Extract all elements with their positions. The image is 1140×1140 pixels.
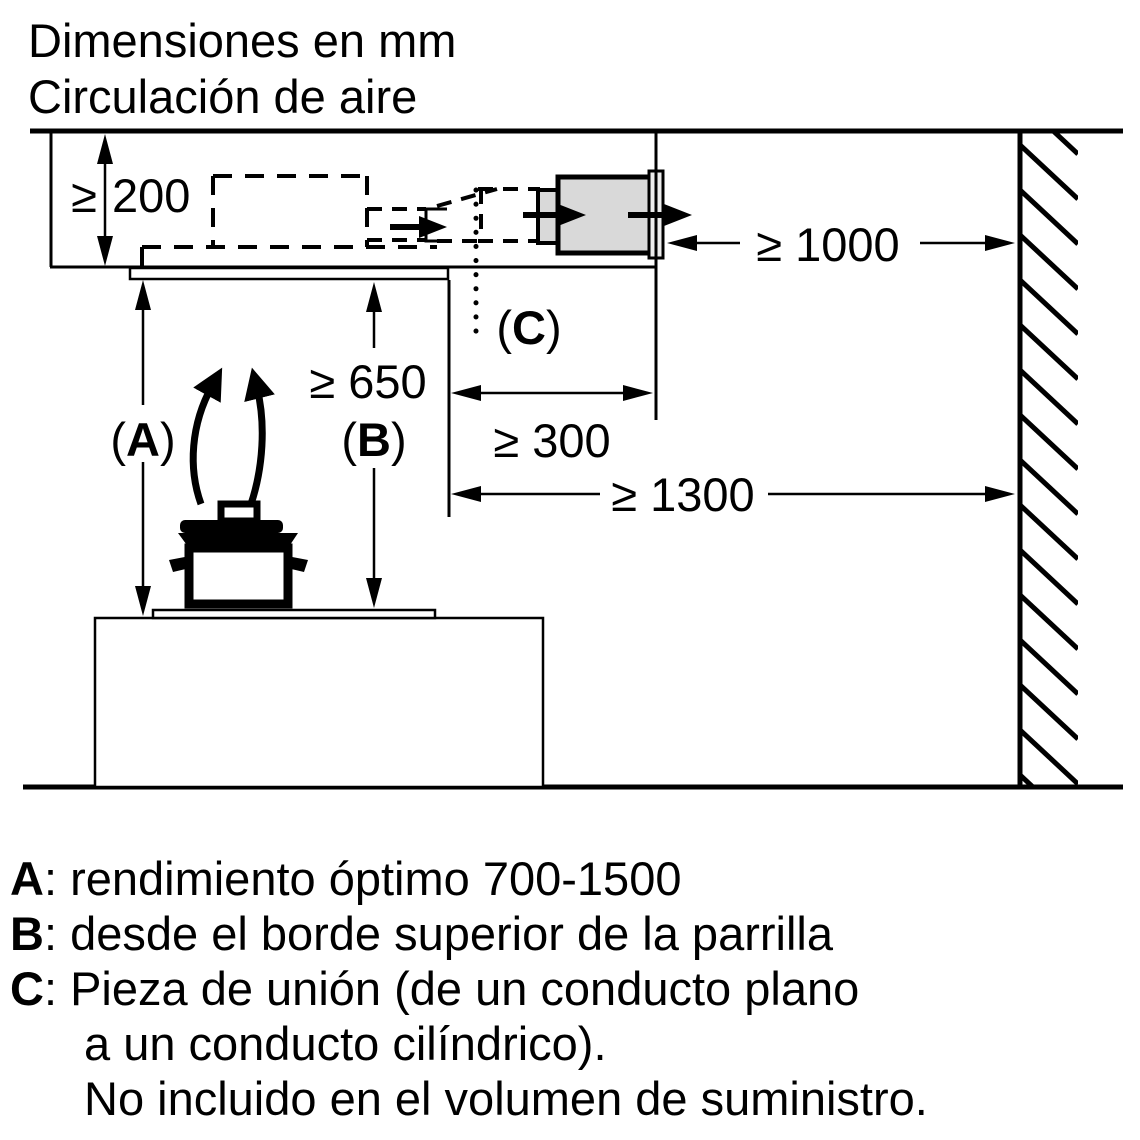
dim-200-geq: ≥: [71, 169, 97, 222]
hood-panel: [128, 266, 450, 281]
steam-arrows: [189, 367, 275, 506]
cooktop-plate: [151, 608, 437, 620]
dim-1000-label: ≥ 1000: [756, 218, 899, 271]
legend-line-C: C: Pieza de unión (de un conducto plano: [10, 962, 859, 1015]
dim-650-label: ≥ 650: [309, 355, 426, 408]
flat-duct-dashed: [367, 207, 426, 242]
counter-cabinet: [93, 616, 545, 789]
legend-line-A: A: rendimiento óptimo 700-1500: [10, 852, 681, 905]
legend-line-C-cont-1: a un conducto cilíndrico).: [84, 1017, 607, 1070]
label-B: (B): [341, 413, 406, 466]
dim-1300-label: ≥ 1300: [611, 468, 754, 521]
dim-B-arrow: [366, 282, 382, 608]
title-line-2: Circulación de aire: [28, 70, 417, 123]
dim-300-arrow: [451, 385, 653, 401]
dim-200-value: 200: [112, 169, 190, 222]
dim-1000-arrow: [667, 235, 1015, 251]
label-C: (C): [496, 301, 561, 354]
hood-body-dashed: [140, 174, 437, 266]
airflow-arrows: [390, 204, 692, 238]
pot-icon: [169, 500, 308, 609]
dim-A-arrow: [135, 280, 151, 616]
wall-hatching: [1020, 131, 1078, 787]
label-A: (A): [110, 413, 175, 466]
transition-piece-dashed: [436, 187, 540, 243]
dim-300-label: ≥ 300: [493, 414, 610, 467]
title-line-1: Dimensiones en mm: [28, 14, 456, 67]
legend-line-C-cont-2: No incluido en el volumen de suministro.: [84, 1072, 928, 1125]
dim-1300-arrow: [451, 486, 1015, 502]
legend-line-B: B: desde el borde superior de la parrill…: [10, 907, 834, 960]
dim-200-arrow: [97, 134, 113, 266]
